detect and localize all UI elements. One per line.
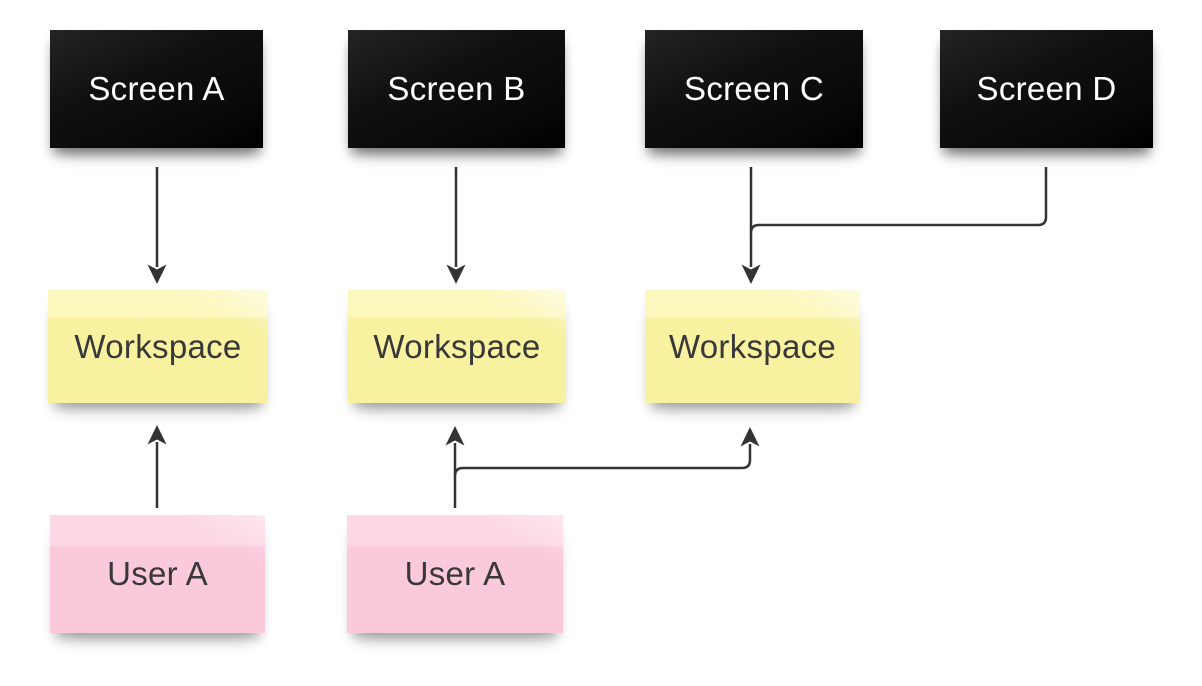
workspace-note-2[interactable]: Workspace (348, 290, 566, 403)
screen-label: Screen C (684, 70, 824, 107)
user-label: User A (107, 555, 208, 592)
connector-user-1-workspace-1 (147, 425, 167, 508)
user-label: User A (404, 555, 506, 592)
connector-user-2-workspace-3 (453, 427, 760, 477)
connector-user-2-workspace-2 (445, 426, 465, 508)
user-note-1[interactable]: User A (50, 515, 265, 633)
workspace-label: Workspace (373, 327, 541, 365)
screen-label: Screen B (387, 70, 526, 107)
connector-screen-c-workspace-3 (741, 167, 761, 284)
connector-screen-d-workspace-3 (749, 167, 1048, 234)
user-note-2[interactable]: User A (347, 515, 563, 633)
screen-node-d[interactable]: Screen D (940, 30, 1153, 148)
connector-screen-a-workspace-1 (147, 167, 167, 284)
workspace-note-1[interactable]: Workspace (48, 290, 268, 403)
screen-label: Screen D (976, 70, 1117, 107)
workspace-label: Workspace (668, 327, 837, 365)
screen-node-a[interactable]: Screen A (50, 30, 263, 148)
screen-label: Screen A (88, 70, 225, 107)
connector-screen-b-workspace-2 (446, 167, 466, 284)
screen-node-b[interactable]: Screen B (348, 30, 565, 148)
workspace-label: Workspace (74, 327, 242, 365)
workspace-note-3[interactable]: Workspace (645, 290, 860, 403)
screen-node-c[interactable]: Screen C (645, 30, 863, 148)
